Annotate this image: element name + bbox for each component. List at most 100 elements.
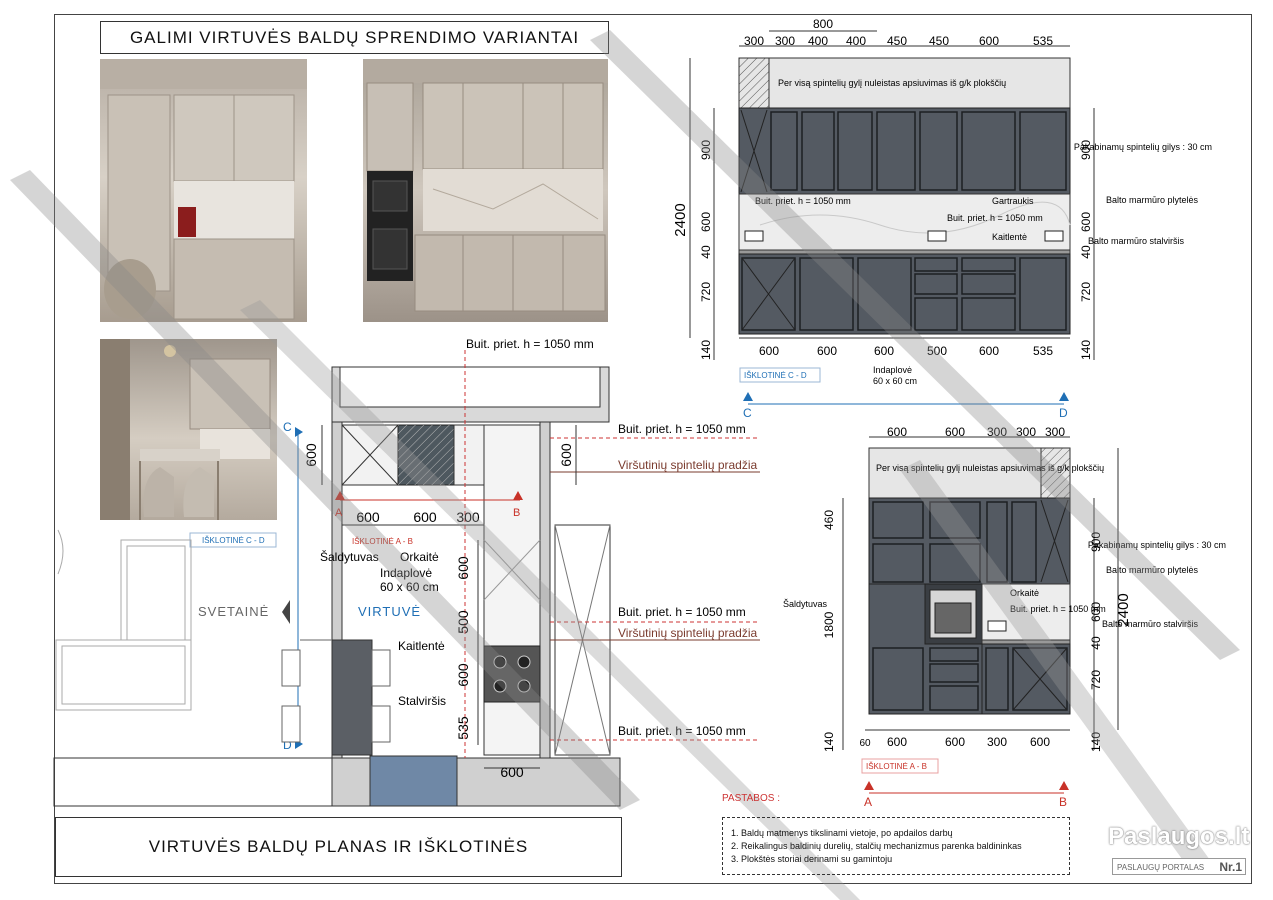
elevation-cd-top-dim: 450 (887, 34, 907, 48)
elevation-ab: Per visą spintelių gylį nuleistas apsiuv… (783, 425, 1226, 809)
elevation-cd-hob-label: Kaitlentė (992, 232, 1027, 242)
elevation-ab-note-3: Balto marmūro stalviršis (1102, 619, 1199, 629)
elevation-ab-bottom-dim: 600 (945, 735, 965, 749)
elevation-ab-note-2: Balto marmūro plytelės (1106, 565, 1199, 575)
elevation-cd-dishwasher-label: Indaplovė (873, 365, 912, 375)
elevation-cd-left-height: 720 (699, 282, 713, 302)
elevation-cd-built-in-2: Buit. priet. h = 1050 mm (947, 213, 1043, 223)
elevation-cd-built-in-1: Buit. priet. h = 1050 mm (755, 196, 851, 206)
elevation-ab-top-dim: 600 (887, 425, 907, 439)
elevation-cd-left-height: 600 (699, 212, 713, 232)
elevation-ab-bottom-dim: 600 (1030, 735, 1050, 749)
kitchen-photo-3-illustration (100, 339, 271, 520)
elevation-cd-soffit (738, 57, 1071, 109)
plan-dim-vertical: 500 (455, 610, 471, 634)
watermark-stripes (10, 30, 1240, 900)
plan-dim-vertical: 600 (455, 663, 471, 687)
elevation-ab-marker-a: A (864, 795, 872, 809)
elevation-cd-bottom-dim: 600 (979, 344, 999, 358)
plan-upper-start-1: Viršutinių spintelių pradžia (618, 458, 758, 472)
kitchen-photo-3 (100, 339, 277, 520)
elevation-cd-total-height: 2400 (672, 203, 689, 236)
elevation-cd-left-height: 40 (699, 245, 713, 259)
elevation-cd-bottom-dim: 535 (1033, 344, 1053, 358)
badge-subtitle: PASLAUGŲ PORTALAS (1112, 858, 1246, 875)
plan-built-in-2: Buit. priet. h = 1050 mm (618, 605, 746, 619)
kitchen-island (331, 639, 373, 756)
elevation-ab-top-dim: 300 (1016, 425, 1036, 439)
plan-built-in-3: Buit. priet. h = 1050 mm (618, 724, 746, 738)
elevation-cd-top-dim: 600 (979, 34, 999, 48)
elevation-cd-top-dim: 400 (846, 34, 866, 48)
elevation-ab-left-height: 140 (822, 732, 836, 752)
elevation-cd-marker-c: C (743, 406, 752, 420)
top-title: GALIMI VIRTUVĖS BALDŲ SPRENDIMO VARIANTA… (100, 21, 609, 54)
elevation-cd-top-dim: 300 (775, 34, 795, 48)
paslaugos-badge[interactable]: Paslaugos.lt PASLAUGŲ PORTALAS Nr.1 (1108, 823, 1250, 879)
kitchen-photo-2-illustration (363, 59, 608, 312)
elevation-cd-marker-d: D (1059, 406, 1068, 420)
plan-built-in-top: Buit. priet. h = 1050 mm (466, 337, 594, 351)
elevation-ab-total-height: 2400 (1115, 593, 1132, 626)
elevation-cd-right-height: 600 (1079, 212, 1093, 232)
plan-marker-a: A (335, 507, 343, 519)
plan-dim-left: 600 (303, 443, 319, 467)
elevation-cd-backsplash (738, 193, 1071, 251)
plan-dim-vertical: 600 (455, 556, 471, 580)
plan-dishwasher-size: 60 x 60 cm (380, 580, 439, 594)
elevation-ab-bottom-dim: 600 (887, 735, 907, 749)
elevation-ab-right-height: 40 (1089, 636, 1103, 650)
elevation-cd-bottom-dim: 500 (927, 344, 947, 358)
hob-icon (483, 645, 541, 703)
elevation-cd-left-height: 900 (699, 140, 713, 160)
plan-label-ab: IŠKLOTINĖ A - B (352, 537, 413, 546)
elevation-ab-top-dim: 300 (1045, 425, 1065, 439)
elevation-cd-top-dim: 535 (1033, 34, 1053, 48)
elevation-cd-dishwasher-size: 60 x 60 cm (873, 376, 917, 386)
sofa-outline (55, 529, 192, 711)
elevation-ab-soffit-text: Per visą spintelių gylį nuleistas apsiuv… (876, 463, 1104, 473)
plan-fridge-label: Šaldytuvas (320, 549, 379, 564)
elevation-cd-hood-label: Gartraukis (992, 196, 1034, 206)
plan-upper-start-2: Viršutinių spintelių pradžia (618, 626, 758, 640)
elevation-cd-bottom-dim: 600 (817, 344, 837, 358)
elevation-cd-top-dim: 300 (744, 34, 764, 48)
elevation-ab-left-height: 1800 (822, 611, 836, 638)
plan-built-in-1: Buit. priet. h = 1050 mm (618, 422, 746, 436)
bottom-title: VIRTUVĖS BALDŲ PLANAS IR IŠKLOTINĖS (55, 817, 622, 877)
note-item: 2. Reikalingus baldinių durelių, stalčių… (731, 841, 1022, 851)
elevation-ab-right-height: 720 (1089, 670, 1103, 690)
elevation-cd-right-height: 40 (1079, 245, 1093, 259)
elevation-cd-sockets (744, 230, 1064, 242)
plan-living-room-label: SVETAINĖ (198, 604, 269, 619)
elevation-ab-right-height: 900 (1089, 532, 1103, 552)
elevation-cd-note-1: Pakabinamų spintelių gilys : 30 cm (1074, 142, 1212, 152)
elevation-ab-bottom-dim: 300 (987, 735, 1007, 749)
plan-kitchen-label: VIRTUVĖ (358, 604, 421, 619)
plan-marker-d: D (283, 738, 292, 752)
kitchen-photo-1-illustration (100, 59, 307, 320)
plan-countertop-label: Stalviršis (398, 694, 446, 708)
elevation-cd-note-3: Balto marmūro stalviršis (1088, 236, 1185, 246)
kitchen-photo-1 (100, 59, 307, 322)
elevation-cd-upper-doors (770, 111, 1067, 191)
plan-dim-ab: 600 (413, 509, 437, 525)
elevation-ab-marker-b: B (1059, 795, 1067, 809)
elevation-ab-label: IŠKLOTINĖ A - B (866, 762, 927, 771)
elevation-ab-top-dim: 300 (987, 425, 1007, 439)
plan-dishwasher-label: Indaplovė (380, 566, 432, 580)
elevation-ab-top-dim: 600 (945, 425, 965, 439)
elevation-ab-right-height: 140 (1089, 732, 1103, 752)
elevation-cd-top-overall: 800 (813, 17, 833, 31)
plan-label-cd: IŠKLOTINĖ C - D (202, 536, 265, 545)
elevation-cd-soffit-text: Per visą spintelių gylį nuleistas apsiuv… (778, 78, 1006, 88)
window (369, 755, 458, 807)
plan-dim-ab: 600 (356, 509, 380, 525)
elevation-cd-hatched-end (738, 57, 770, 109)
badge-brand: Paslaugos.lt (1108, 823, 1250, 850)
plan-marker-b: B (513, 507, 520, 519)
elevation-cd-countertop (738, 249, 1071, 255)
living-room-arrow-icon (282, 600, 290, 624)
elevation-cd-note-2: Balto marmūro plytelės (1106, 195, 1199, 205)
